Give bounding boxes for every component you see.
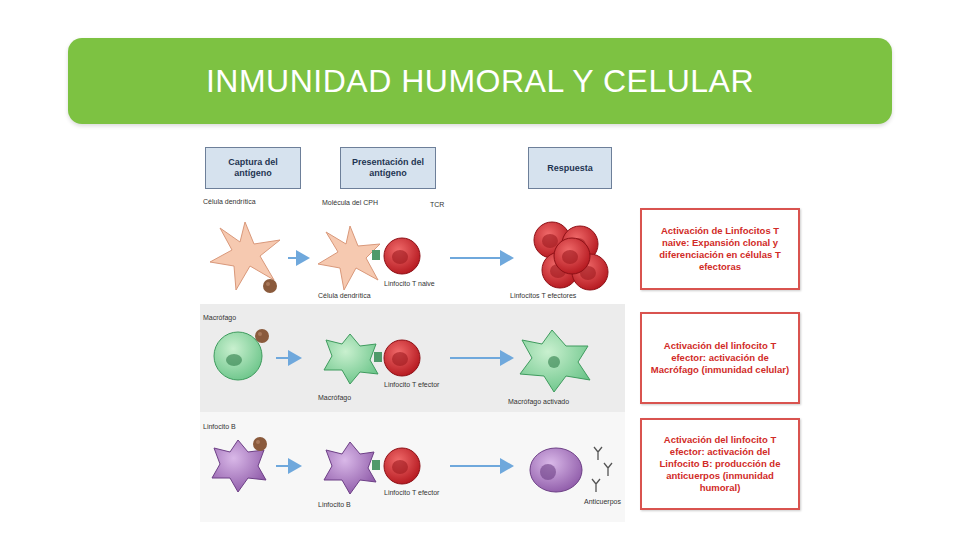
cell-label: Célula dendrítica (318, 292, 371, 300)
cell-label: Anticuerpos (584, 498, 621, 506)
cell-label: Macrófago activado (508, 398, 569, 406)
cell-label: TCR (430, 201, 444, 209)
cell-label: Linfocitos T efectores (510, 292, 576, 300)
response-box: Activación del linfocito T efector: acti… (640, 418, 800, 510)
node-text: INMUNIDAD HUMORAL Y CELULAR (206, 63, 754, 100)
response-box: Activación de Linfocitos T naive: Expans… (640, 208, 800, 290)
cell-label: Molécula del CPH (322, 199, 378, 207)
response-box: Activación del linfocito T efector: acti… (640, 312, 800, 404)
node-text: Activación de Linfocitos T naive: Expans… (650, 225, 790, 273)
cell-label: Macrófago (318, 394, 351, 402)
node-text: Respuesta (547, 163, 593, 174)
column-header: Respuesta (528, 147, 612, 189)
node-text: Captura del antígeno (210, 157, 296, 179)
column-header: Captura del antígeno (205, 147, 301, 189)
cell-label: Linfocito B (203, 423, 236, 431)
title-band: INMUNIDAD HUMORAL Y CELULAR (68, 38, 892, 124)
node-text: Activación del linfocito T efector: acti… (650, 434, 790, 493)
node-text: Activación del linfocito T efector: acti… (650, 340, 790, 376)
node-text: Presentación del antígeno (345, 157, 431, 179)
cell-label: Célula dendrítica (203, 198, 256, 206)
cell-label: Linfocito T efector (384, 381, 439, 389)
cell-label: Linfocito B (318, 501, 351, 509)
cell-label: Linfocito T efector (384, 489, 439, 497)
column-header: Presentación del antígeno (340, 147, 436, 189)
cell-label: Linfocito T naive (384, 280, 435, 288)
cell-label: Macrófago (203, 314, 236, 322)
